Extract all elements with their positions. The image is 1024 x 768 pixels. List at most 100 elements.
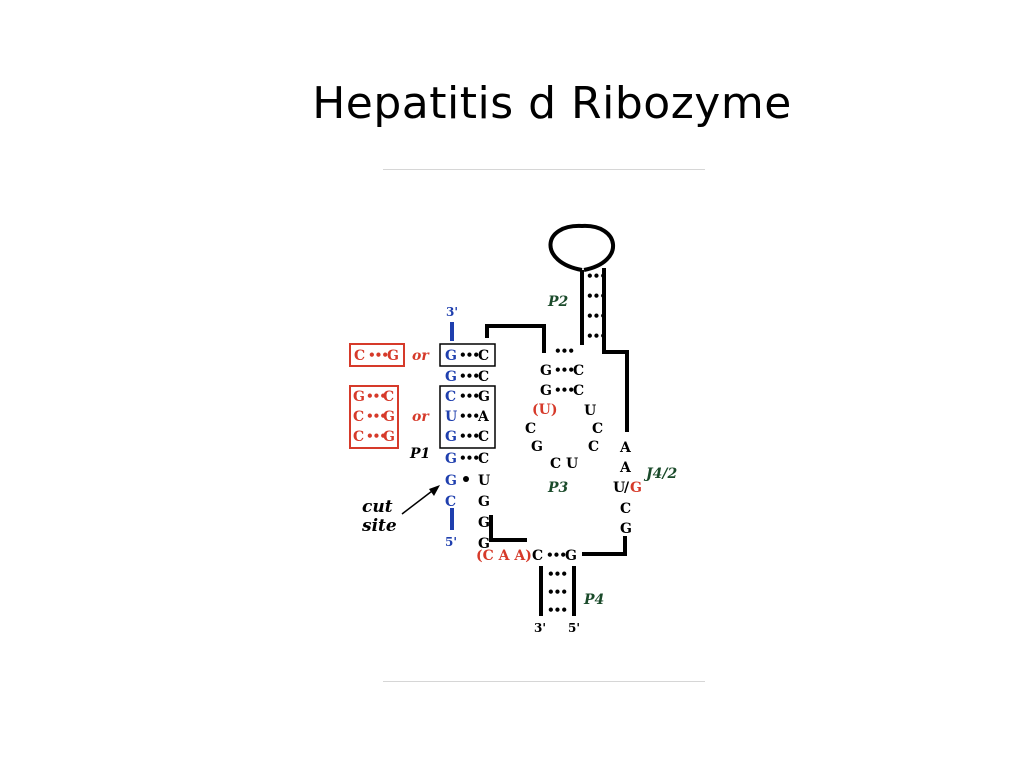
alt2-bond-1: ••• <box>366 389 386 403</box>
p3-bond-1: ••• <box>554 363 574 377</box>
p1-bond-3: ••• <box>459 389 479 403</box>
alt2-left-3: C <box>353 429 364 445</box>
slide-title: Hepatitis d Ribozyme <box>312 78 792 129</box>
ribozyme-diagram: ••• ••• ••• ••• ••• P2 3' 5' G ••• C G •… <box>349 223 677 635</box>
p1-nt-right-4: A <box>477 409 490 425</box>
p4-3-prime: 3' <box>534 621 546 635</box>
p4-5-prime: 5' <box>568 621 580 635</box>
p3-top-bond: ••• <box>554 344 574 358</box>
alternative-pairs: C ••• G or G ••• C C ••• G C ••• G or <box>349 343 430 449</box>
substrate-unpaired-2: C <box>445 494 456 510</box>
j42-to-p4 <box>582 536 627 556</box>
j14-strand <box>489 515 527 542</box>
p2-right-strand <box>602 268 629 432</box>
alt1-or: or <box>412 348 430 364</box>
p4-bond-4: ••• <box>547 603 567 617</box>
p2-label: P2 <box>547 294 569 310</box>
j42-nt-4: C <box>620 501 631 517</box>
p2-bond-2: ••• <box>586 289 606 303</box>
p2-bond-4: ••• <box>586 329 606 343</box>
p3-variant-u: (U) <box>532 402 557 418</box>
p3-nt-right-1: C <box>573 363 584 379</box>
cut-site-line2: site <box>361 516 397 536</box>
p1-bond-5: ••• <box>459 429 479 443</box>
p1-label: P1 <box>409 446 430 462</box>
cut-site-arrow-shaft <box>401 487 437 515</box>
p4-label: P4 <box>583 592 604 608</box>
p3-bond-2: ••• <box>554 383 574 397</box>
p2-loop <box>548 223 616 272</box>
substrate-unpaired-1: G <box>445 473 457 489</box>
p3-loop-bottom-2: U <box>566 456 578 472</box>
p1-nt-left-1: G <box>445 348 457 364</box>
alt-box-1 <box>349 343 405 367</box>
p1-nt-right-6: C <box>478 451 489 467</box>
p1-bond-4: ••• <box>459 409 479 423</box>
p1-nt-left-2: G <box>445 369 457 385</box>
p4-prefix: (C A A) <box>476 548 532 564</box>
j42-nt-1: A <box>619 440 632 456</box>
j14-nt-1: U <box>478 473 490 489</box>
p1-bond-2: ••• <box>459 369 479 383</box>
p4-helix: (C A A) C ••• G ••• ••• ••• 3' 5' <box>476 548 580 635</box>
p3-loop-left-1: C <box>525 421 536 437</box>
j14-nt-2: G <box>478 494 490 510</box>
j14-nt-3: G <box>478 515 490 531</box>
alt-box-2 <box>349 385 399 449</box>
p3-loop-right-1: C <box>592 421 603 437</box>
p1-box-middle <box>439 385 496 449</box>
p4-nt-left: C <box>532 548 543 564</box>
p3-label: P3 <box>547 480 569 496</box>
p1-nt-right-5: C <box>478 429 489 445</box>
bottom-divider <box>383 681 705 682</box>
alt2-right-1: C <box>383 389 394 405</box>
p1-nt-left-6: G <box>445 451 457 467</box>
p4-bond-3: ••• <box>547 585 567 599</box>
j14-nt-4: G <box>478 536 490 552</box>
alt2-right-2: G <box>383 409 395 425</box>
p1-to-p3-connector <box>485 324 546 353</box>
alt2-left-2: C <box>353 409 364 425</box>
p2-stem-pairs: ••• ••• ••• ••• ••• <box>554 269 607 358</box>
alt1-bond: ••• <box>368 348 388 362</box>
alt2-right-3: G <box>383 429 395 445</box>
p3-nt-left-1: G <box>540 363 552 379</box>
j42-nt-2: A <box>619 460 632 476</box>
alt2-left-1: G <box>353 389 365 405</box>
alt2-bond-3: ••• <box>366 429 386 443</box>
j42-slash: / <box>624 480 630 496</box>
p1-nt-left-4: U <box>445 409 457 425</box>
p3-loop-right-2: C <box>588 439 599 455</box>
alt1-right: G <box>387 348 399 364</box>
p3-helix: G ••• C G ••• C (U) U C G C C C U <box>525 363 603 472</box>
ribozyme-secondary-structure: ••• ••• ••• ••• ••• P2 3' 5' G ••• C G •… <box>320 200 720 680</box>
j42-nt-5: G <box>620 521 632 537</box>
p3-loop-left-2: G <box>531 439 543 455</box>
alt2-or: or <box>412 409 430 425</box>
p4-nt-right: G <box>565 548 577 564</box>
p2-bond-3: ••• <box>586 309 606 323</box>
p2-bond-1: ••• <box>586 269 606 283</box>
p1-nt-right-3: G <box>478 389 490 405</box>
p1-nt-right-1: C <box>478 348 489 364</box>
cut-site-arrow-head <box>429 485 440 496</box>
p1-nt-left-5: G <box>445 429 457 445</box>
p3-nt-right-2: C <box>573 383 584 399</box>
p1-nt-left-3: C <box>445 389 456 405</box>
p1-bond-1: ••• <box>459 348 479 362</box>
alt2-bond-2: ••• <box>366 409 386 423</box>
j42-label: J4/2 <box>643 466 677 482</box>
p3-nt-left-2: G <box>540 383 552 399</box>
p3-loop-bottom-1: C <box>550 456 561 472</box>
p3-loop-right-top: U <box>584 403 596 419</box>
alt1-left: C <box>354 348 365 364</box>
p1-helix: G ••• C G ••• C C ••• G U ••• A G ••• C … <box>439 343 496 552</box>
j42-strand: A A U / G C G <box>613 440 642 537</box>
cut-site-line1: cut <box>362 497 393 517</box>
top-divider <box>383 169 705 170</box>
substrate-5-prime: 5' <box>445 535 457 549</box>
cleavage-dot <box>463 476 469 482</box>
j42-nt-3: U <box>613 480 625 496</box>
p4-bond-2: ••• <box>547 567 567 581</box>
backbone-strands <box>485 223 629 616</box>
